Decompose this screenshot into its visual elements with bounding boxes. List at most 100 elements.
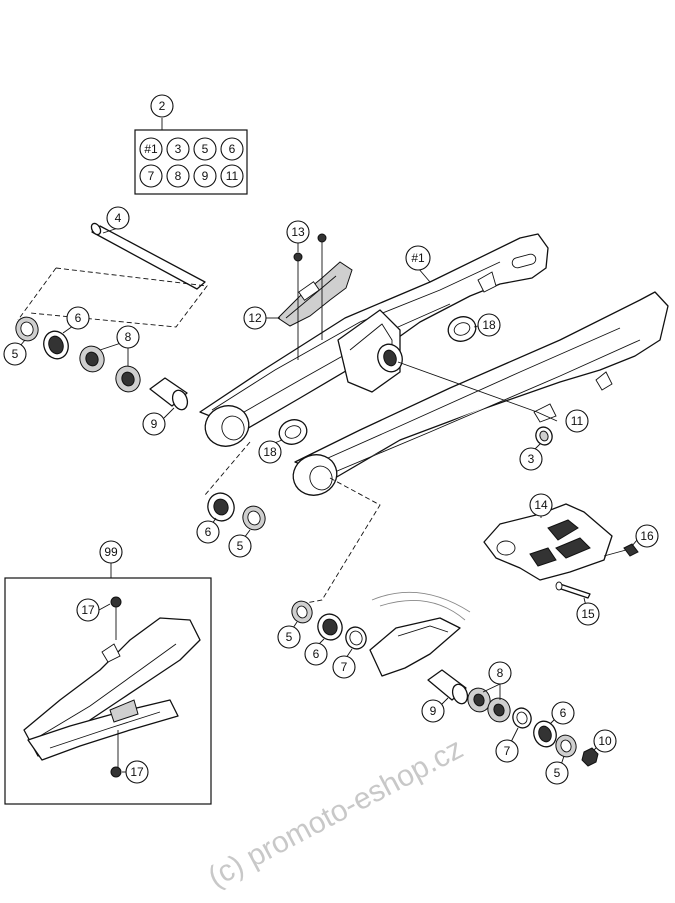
guard-screw-bottom xyxy=(110,730,122,778)
chain-slider xyxy=(277,261,353,327)
svg-text:8: 8 xyxy=(497,666,504,680)
svg-text:3: 3 xyxy=(175,142,182,156)
bearing-right xyxy=(467,687,511,723)
swingarm-ghost xyxy=(369,591,471,677)
svg-text:17: 17 xyxy=(130,765,144,779)
callout-collar[interactable]: 3 xyxy=(519,447,543,471)
axle-path xyxy=(29,267,208,328)
kit-member[interactable]: 5 xyxy=(193,137,217,161)
svg-text:13: 13 xyxy=(291,225,305,239)
callout-kit[interactable]: 2 xyxy=(150,94,174,118)
svg-text:3: 3 xyxy=(528,452,535,466)
svg-text:8: 8 xyxy=(125,330,132,344)
svg-text:4: 4 xyxy=(115,211,122,225)
callout-seal-left[interactable]: 6 xyxy=(66,306,90,330)
pivot-nut xyxy=(581,747,599,767)
pivot-cap-left xyxy=(15,316,39,342)
callout-sleeve-right[interactable]: 9 xyxy=(421,699,445,723)
svg-text:9: 9 xyxy=(202,169,209,183)
cap-low xyxy=(291,600,313,624)
pivot-path-middle xyxy=(204,441,251,496)
pivot-axle xyxy=(90,222,206,290)
callout-cap-mid[interactable]: 5 xyxy=(228,534,252,558)
pivot-bearing-left xyxy=(79,345,141,393)
guide-screw xyxy=(555,581,591,599)
callout-seal-mid[interactable]: 6 xyxy=(196,520,220,544)
svg-text:18: 18 xyxy=(263,445,277,459)
svg-text:11: 11 xyxy=(571,414,584,428)
svg-text:6: 6 xyxy=(205,525,212,539)
guard-set-frame xyxy=(4,577,212,805)
svg-text:5: 5 xyxy=(237,539,244,553)
svg-text:5: 5 xyxy=(554,766,561,780)
bushing-upper xyxy=(447,316,477,342)
svg-text:7: 7 xyxy=(148,169,155,183)
kit-member[interactable]: 8 xyxy=(166,164,190,188)
callout-cap-left[interactable]: 5 xyxy=(3,342,27,366)
callout-cap-low[interactable]: 5 xyxy=(277,625,301,649)
svg-text:2: 2 xyxy=(159,99,166,113)
svg-text:5: 5 xyxy=(12,347,19,361)
svg-text:5: 5 xyxy=(202,142,209,156)
callout-sleeve-left[interactable]: 9 xyxy=(142,412,166,436)
svg-text:14: 14 xyxy=(534,498,548,512)
kit-member[interactable]: #1 xyxy=(139,137,163,161)
callout-bearing-left[interactable]: 8 xyxy=(116,325,140,349)
callout-seal-low[interactable]: 6 xyxy=(304,642,328,666)
kit-member[interactable]: 9 xyxy=(193,164,217,188)
callout-washer-low[interactable]: 7 xyxy=(332,655,356,679)
svg-text:6: 6 xyxy=(75,311,82,325)
svg-text:6: 6 xyxy=(560,706,567,720)
callout-seal-right[interactable]: 6 xyxy=(551,701,575,725)
collar xyxy=(535,426,553,446)
pivot-path-lower xyxy=(294,477,381,606)
seal-right xyxy=(533,720,557,748)
svg-text:12: 12 xyxy=(248,311,262,325)
callout-guide-screw[interactable]: 15 xyxy=(576,602,600,626)
callout-screw-top[interactable]: 17 xyxy=(76,598,100,622)
svg-text:11: 11 xyxy=(226,169,239,183)
washer-right xyxy=(512,707,532,729)
callout-guard-set[interactable]: 99 xyxy=(99,540,123,564)
seal-middle xyxy=(207,492,235,522)
svg-text:18: 18 xyxy=(482,318,496,332)
pivot-seal-left xyxy=(43,330,69,360)
callout-bearing-right[interactable]: 8 xyxy=(488,661,512,685)
kit-member[interactable]: 11 xyxy=(220,164,244,188)
callout-slider-bolts[interactable]: 13 xyxy=(286,220,310,244)
callout-chain-slider[interactable]: 12 xyxy=(243,306,267,330)
callout-swingarm[interactable]: #1 xyxy=(405,245,431,271)
svg-text:7: 7 xyxy=(504,744,511,758)
svg-text:#1: #1 xyxy=(411,251,425,265)
guide-bolt xyxy=(603,543,639,557)
kit-member[interactable]: 6 xyxy=(220,137,244,161)
watermark: (c) promoto-eshop.cz xyxy=(203,732,469,894)
callout-bushing-lower[interactable]: 18 xyxy=(258,440,282,464)
callout-washer-right[interactable]: 7 xyxy=(495,739,519,763)
seal-low xyxy=(317,613,343,641)
svg-text:8: 8 xyxy=(175,169,182,183)
callout-nut[interactable]: 10 xyxy=(593,729,617,753)
cap-middle xyxy=(242,505,266,531)
svg-text:9: 9 xyxy=(151,417,158,431)
kit-member[interactable]: 7 xyxy=(139,164,163,188)
pivot-sleeve-left xyxy=(149,377,189,411)
callout-axle[interactable]: 4 xyxy=(106,206,130,230)
svg-text:5: 5 xyxy=(286,630,293,644)
callout-screw-bottom[interactable]: 17 xyxy=(125,760,149,784)
callout-pin[interactable]: 11 xyxy=(565,409,589,433)
callout-chain-guide[interactable]: 14 xyxy=(529,493,553,517)
callout-guide-bolt[interactable]: 16 xyxy=(635,524,659,548)
swingarm-body xyxy=(199,233,669,496)
svg-text:6: 6 xyxy=(229,142,236,156)
callout-cap-right[interactable]: 5 xyxy=(545,761,569,785)
kit-member[interactable]: 3 xyxy=(166,137,190,161)
svg-text:10: 10 xyxy=(598,734,612,748)
axle-path xyxy=(17,267,57,321)
svg-text:17: 17 xyxy=(81,603,95,617)
bushing-lower xyxy=(278,419,308,445)
pin-axis xyxy=(397,361,538,413)
slider-bolts xyxy=(293,233,327,360)
callout-bushing-upper[interactable]: 18 xyxy=(477,313,501,337)
